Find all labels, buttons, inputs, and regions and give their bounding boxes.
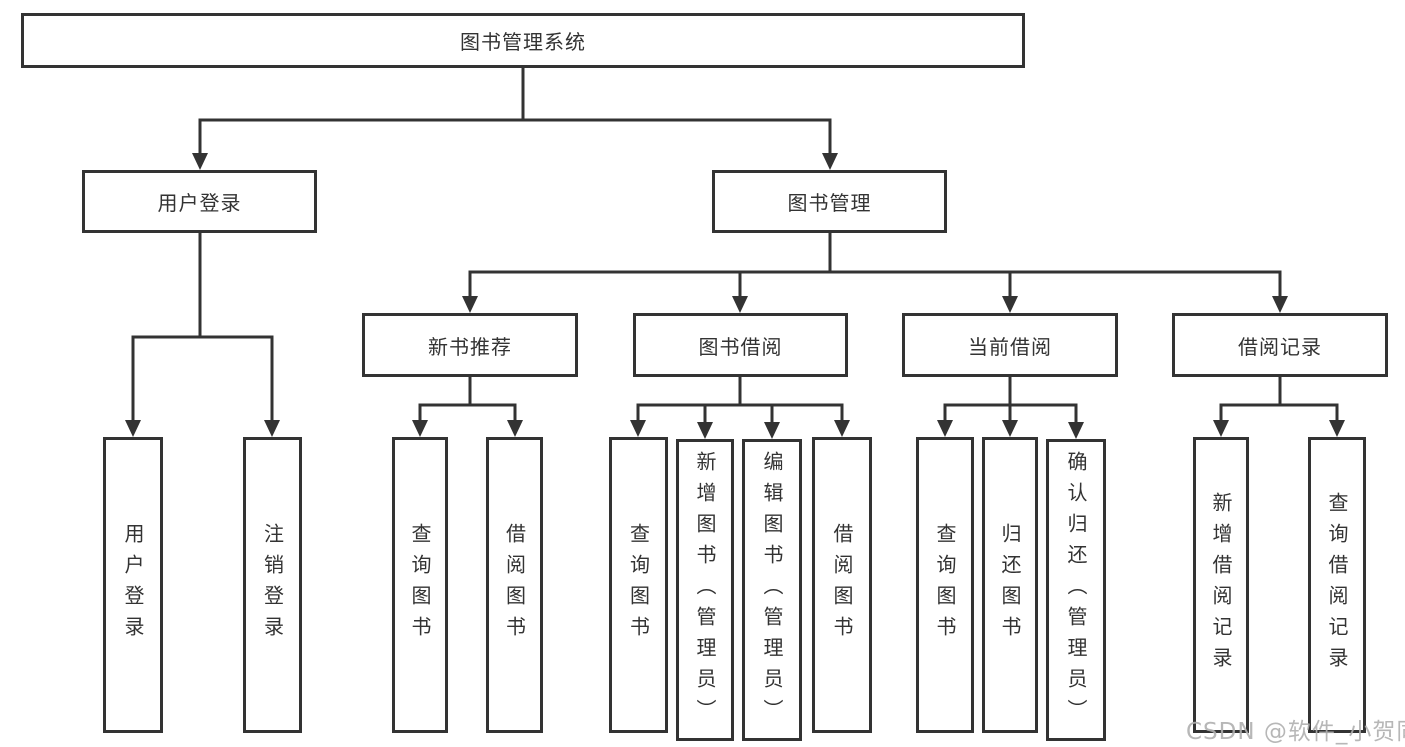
leaf-return-book-label: 归还图书 <box>998 523 1022 647</box>
leaf-borrow-book-1-label: 借阅图书 <box>502 523 527 647</box>
node-user-login-label: 用户登录 <box>157 191 242 215</box>
leaf-query-book-1: 查询图书 <box>392 437 448 733</box>
node-user-login: 用户登录 <box>82 170 317 233</box>
leaf-edit-book-admin: 编辑图书（管理员） <box>742 439 802 741</box>
arrowhead-icons <box>125 153 1345 439</box>
node-root-label: 图书管理系统 <box>460 30 586 54</box>
node-current-borrow: 当前借阅 <box>902 313 1118 377</box>
leaf-logout: 注销登录 <box>243 437 302 733</box>
connector-user-login-branch <box>131 233 274 425</box>
connector-borrow-records-branch <box>1219 377 1339 425</box>
leaf-add-borrow-record: 新增借阅记录 <box>1193 437 1249 733</box>
leaf-confirm-return-admin-label: 确认归还（管理员） <box>1064 450 1088 730</box>
node-book-mgmt: 图书管理 <box>712 170 947 233</box>
leaf-edit-book-admin-label: 编辑图书（管理员） <box>760 450 784 730</box>
node-book-borrow: 图书借阅 <box>633 313 848 377</box>
node-current-borrow-label: 当前借阅 <box>968 334 1052 359</box>
leaf-query-borrow-record-label: 查询借阅记录 <box>1325 492 1349 678</box>
connector-root-branch <box>198 68 832 158</box>
connector-book-mgmt-branch <box>468 233 1282 301</box>
leaf-query-book-2: 查询图书 <box>609 437 668 733</box>
leaf-confirm-return-admin: 确认归还（管理员） <box>1046 439 1106 741</box>
leaf-user-login: 用户登录 <box>103 437 163 733</box>
leaf-add-book-admin: 新增图书（管理员） <box>676 439 734 741</box>
leaf-logout-label: 注销登录 <box>260 523 285 647</box>
leaf-query-book-1-label: 查询图书 <box>408 523 432 647</box>
connector-current-borrow-branch <box>943 377 1078 427</box>
node-book-mgmt-label: 图书管理 <box>787 191 872 215</box>
csdn-watermark: CSDN @软件_小贺同学 <box>1186 719 1405 745</box>
connector-new-book-branch <box>418 377 517 425</box>
connector-book-borrow-branch <box>636 377 844 427</box>
node-borrow-records: 借阅记录 <box>1172 313 1388 377</box>
node-book-borrow-label: 图书借阅 <box>698 334 783 359</box>
leaf-add-book-admin-label: 新增图书（管理员） <box>693 450 717 730</box>
leaf-query-book-2-label: 查询图书 <box>626 523 651 647</box>
node-root: 图书管理系统 <box>21 13 1025 68</box>
leaf-borrow-book-2-label: 借阅图书 <box>830 523 854 647</box>
leaf-query-book-3: 查询图书 <box>916 437 974 733</box>
leaf-borrow-book-1: 借阅图书 <box>486 437 543 733</box>
leaf-query-borrow-record: 查询借阅记录 <box>1308 437 1366 733</box>
node-new-book-rec: 新书推荐 <box>362 313 578 377</box>
leaf-return-book: 归还图书 <box>982 437 1038 733</box>
leaf-user-login-label: 用户登录 <box>121 523 145 647</box>
node-borrow-records-label: 借阅记录 <box>1238 334 1322 359</box>
node-new-book-rec-label: 新书推荐 <box>428 334 512 359</box>
leaf-add-borrow-record-label: 新增借阅记录 <box>1209 492 1233 678</box>
leaf-query-book-3-label: 查询图书 <box>933 523 957 647</box>
leaf-borrow-book-2: 借阅图书 <box>812 437 872 733</box>
